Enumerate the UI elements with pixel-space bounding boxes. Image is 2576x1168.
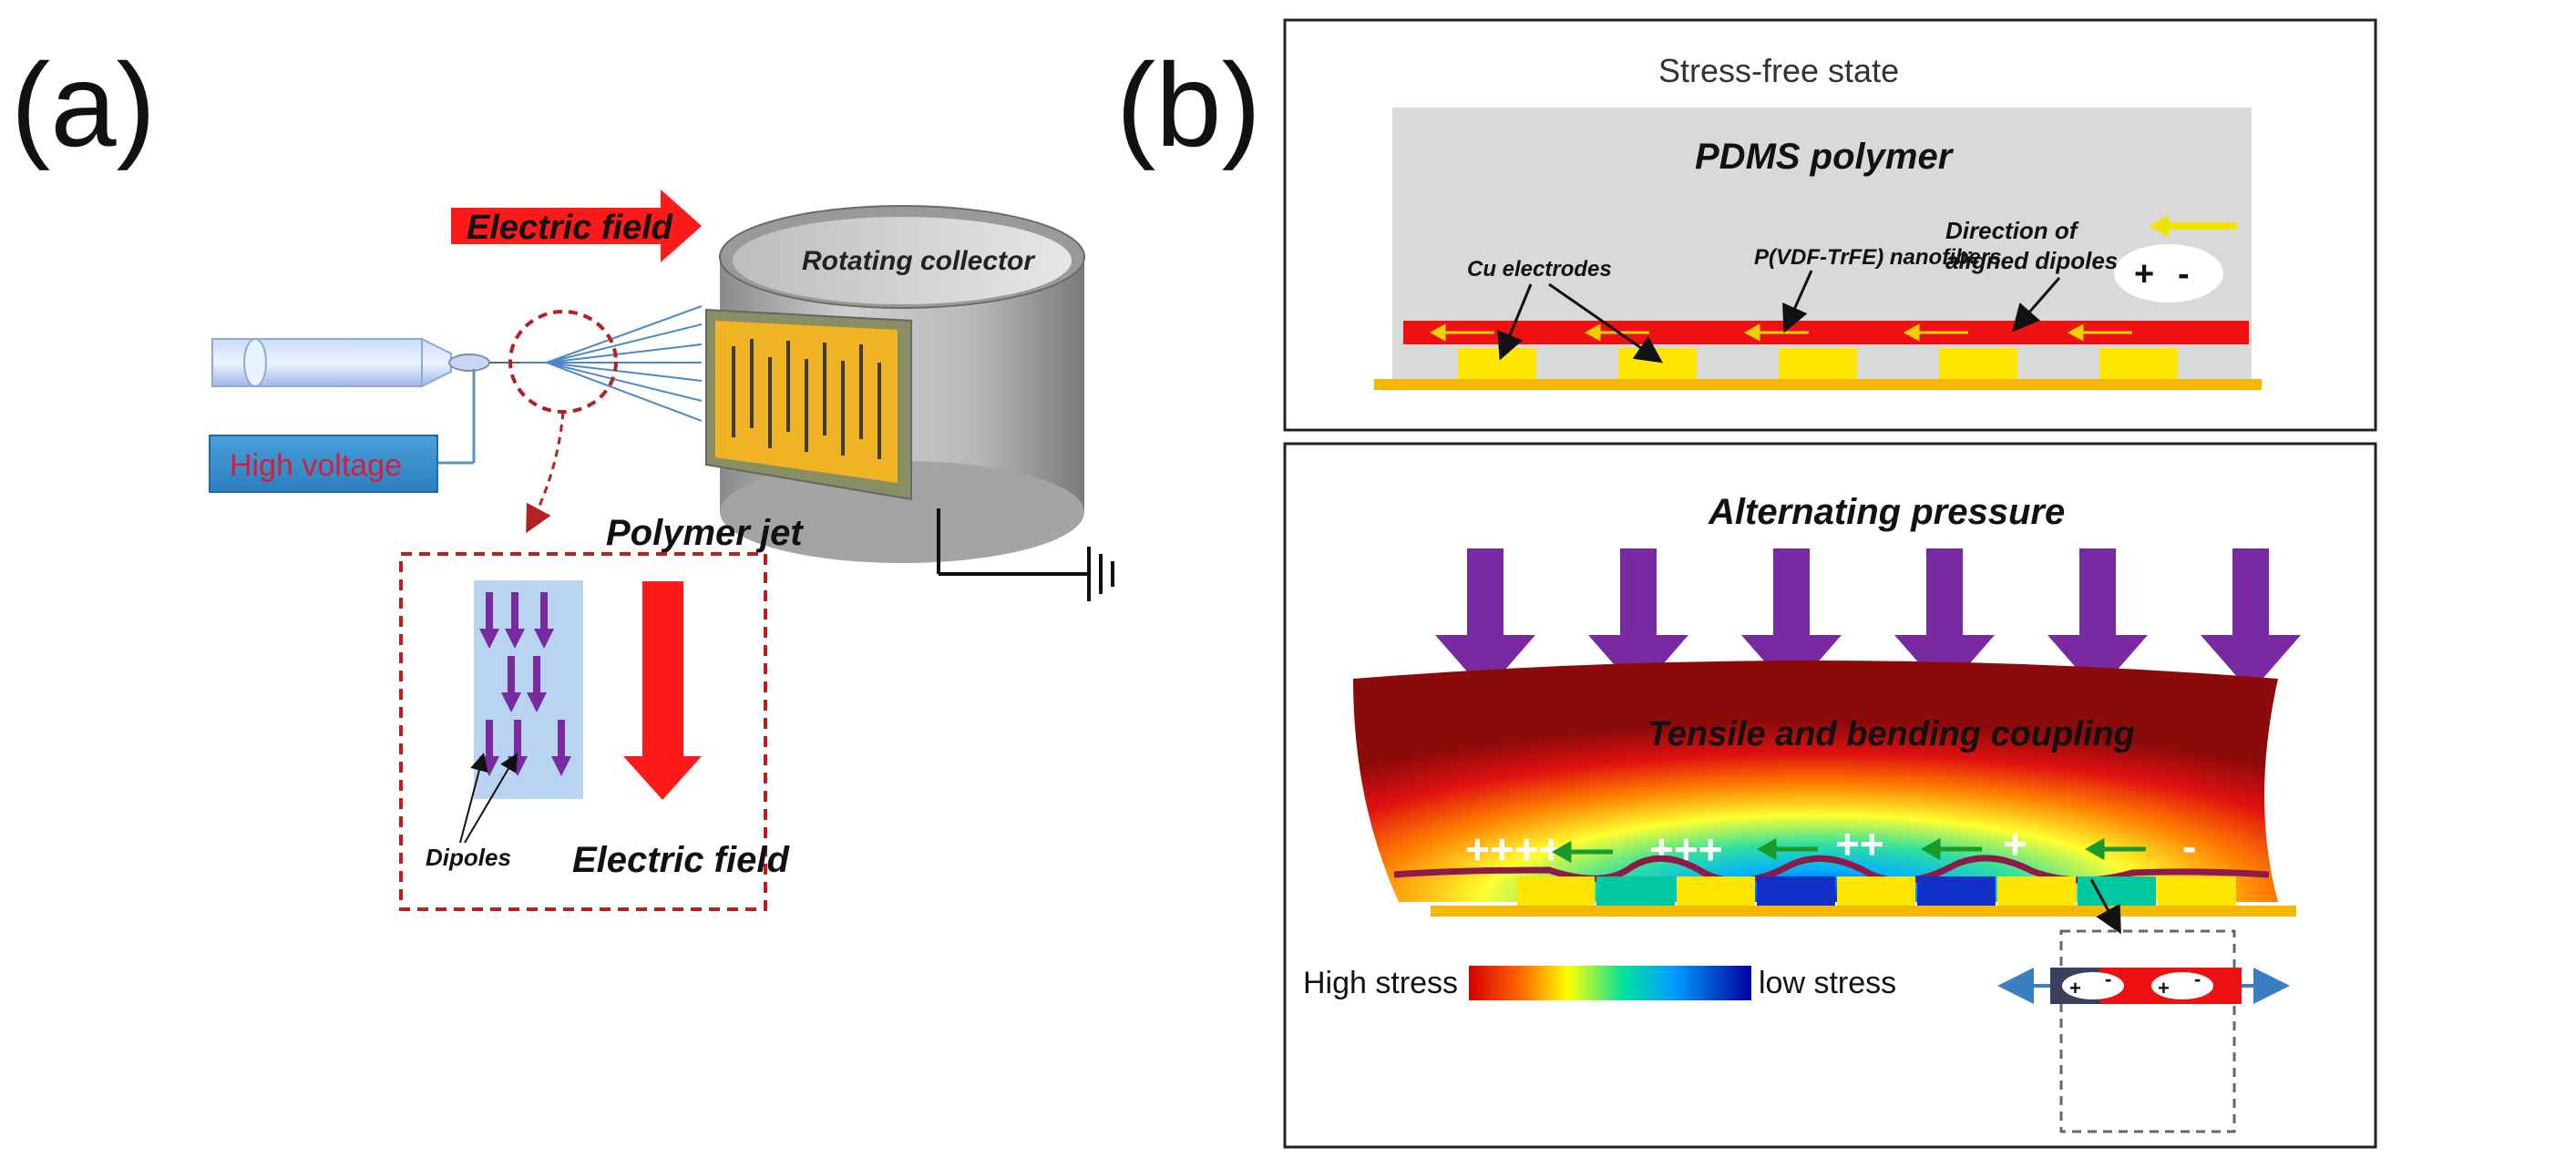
direction-line1: Direction of xyxy=(1945,217,2079,244)
interdigitated-electrode xyxy=(705,308,912,501)
rotating-collector-label: Rotating collector xyxy=(802,246,1036,276)
top-pointers xyxy=(1497,270,2061,364)
panel-b-label: (b) xyxy=(1116,38,1261,171)
stress-color-bar xyxy=(1469,966,1751,1000)
electrode xyxy=(2099,348,2178,379)
stress-free-label: Stress-free state xyxy=(1658,52,1899,89)
pdms-label: PDMS polymer xyxy=(1695,137,1955,177)
mini-minus: - xyxy=(2105,968,2111,990)
rotating-collector: Rotating collector xyxy=(705,205,1085,563)
zoom-arrow xyxy=(526,411,565,534)
bottom-electrodes xyxy=(1517,876,2236,906)
electric-field-top-label: Electric field xyxy=(467,209,673,247)
panel-a: (a) Electric field xyxy=(11,38,1114,911)
dipole-pointers xyxy=(459,753,518,844)
dipole-arrow xyxy=(534,592,554,649)
cu-electrodes xyxy=(1458,348,2178,379)
electrode xyxy=(1458,348,1536,379)
dipole-plus: + xyxy=(2134,255,2154,293)
charge-label: - xyxy=(2182,823,2196,870)
dipole-arrow xyxy=(501,656,521,712)
polymer-jet-spray xyxy=(519,305,703,422)
electrode xyxy=(1939,348,2017,379)
syringe-icon xyxy=(211,337,519,388)
polymer-jet-label: Polymer jet xyxy=(606,513,804,553)
electric-field-arrow-down xyxy=(623,581,702,800)
cu-electrodes-label: Cu electrodes xyxy=(1467,257,1612,282)
pressure-arrow xyxy=(2201,548,2301,692)
fiber-dipole-arrows xyxy=(1429,323,2132,342)
electrode xyxy=(1917,876,1996,906)
inset-box xyxy=(399,552,767,911)
pressure-arrow xyxy=(2047,548,2148,692)
mini-plus: + xyxy=(2069,977,2081,999)
green-dipole-arrows xyxy=(1551,837,2146,864)
electrode xyxy=(1677,876,1755,906)
coupling-label: Tensile and bending coupling xyxy=(1647,715,2135,753)
panel-b: (b) Stress-free state PDMS polymer + - C… xyxy=(1116,18,2377,1149)
charge-label: ++++ xyxy=(1465,825,1563,873)
bottom-substrate xyxy=(1431,906,2296,917)
nanofibers-label: P(VDF-TrFE) nanofibers xyxy=(1754,245,2002,270)
dipole-arrow xyxy=(551,720,571,776)
mini-dipole xyxy=(2062,972,2124,999)
mini-pointer xyxy=(2089,878,2121,935)
electric-field-arrow-top: Electric field xyxy=(451,190,702,262)
dipole-arrow xyxy=(505,592,525,649)
electrode xyxy=(1596,876,1675,906)
dipole-minus: - xyxy=(2178,255,2190,293)
mini-dashed-box xyxy=(2059,929,2236,1133)
alternating-pressure-label: Alternating pressure xyxy=(1708,492,2065,532)
mini-plus: + xyxy=(2158,977,2170,999)
dipole-arrow xyxy=(527,656,547,712)
dipoles-label: Dipoles xyxy=(426,844,511,871)
dipole-arrow xyxy=(479,592,499,649)
mini-dipole xyxy=(2151,972,2213,999)
ground-symbol xyxy=(937,508,1114,601)
electrode xyxy=(1779,348,1857,379)
electrode xyxy=(1618,348,1697,379)
electrode xyxy=(1997,876,2076,906)
direction-line2: aligned dipoles xyxy=(1945,247,2118,274)
mini-minus: - xyxy=(2194,968,2201,990)
high-stress-label: High stress xyxy=(1303,966,1458,1000)
electrode xyxy=(2158,876,2236,906)
low-stress-label: low stress xyxy=(1759,966,1896,1000)
aligned-dipole-indicator: + - xyxy=(2114,215,2237,302)
high-voltage-box: High voltage xyxy=(209,435,438,493)
electrode xyxy=(1517,876,1595,906)
electrode xyxy=(1757,876,1835,906)
panel-a-label: (a) xyxy=(11,38,156,171)
stress-field xyxy=(1353,661,2278,902)
high-voltage-label: High voltage xyxy=(230,448,402,483)
electric-field-inset-label: Electric field xyxy=(572,840,790,880)
pressure-arrow xyxy=(1435,548,1535,692)
electrode xyxy=(1837,876,1915,906)
substrate-strip xyxy=(1374,379,2262,390)
electrode xyxy=(2078,876,2156,906)
